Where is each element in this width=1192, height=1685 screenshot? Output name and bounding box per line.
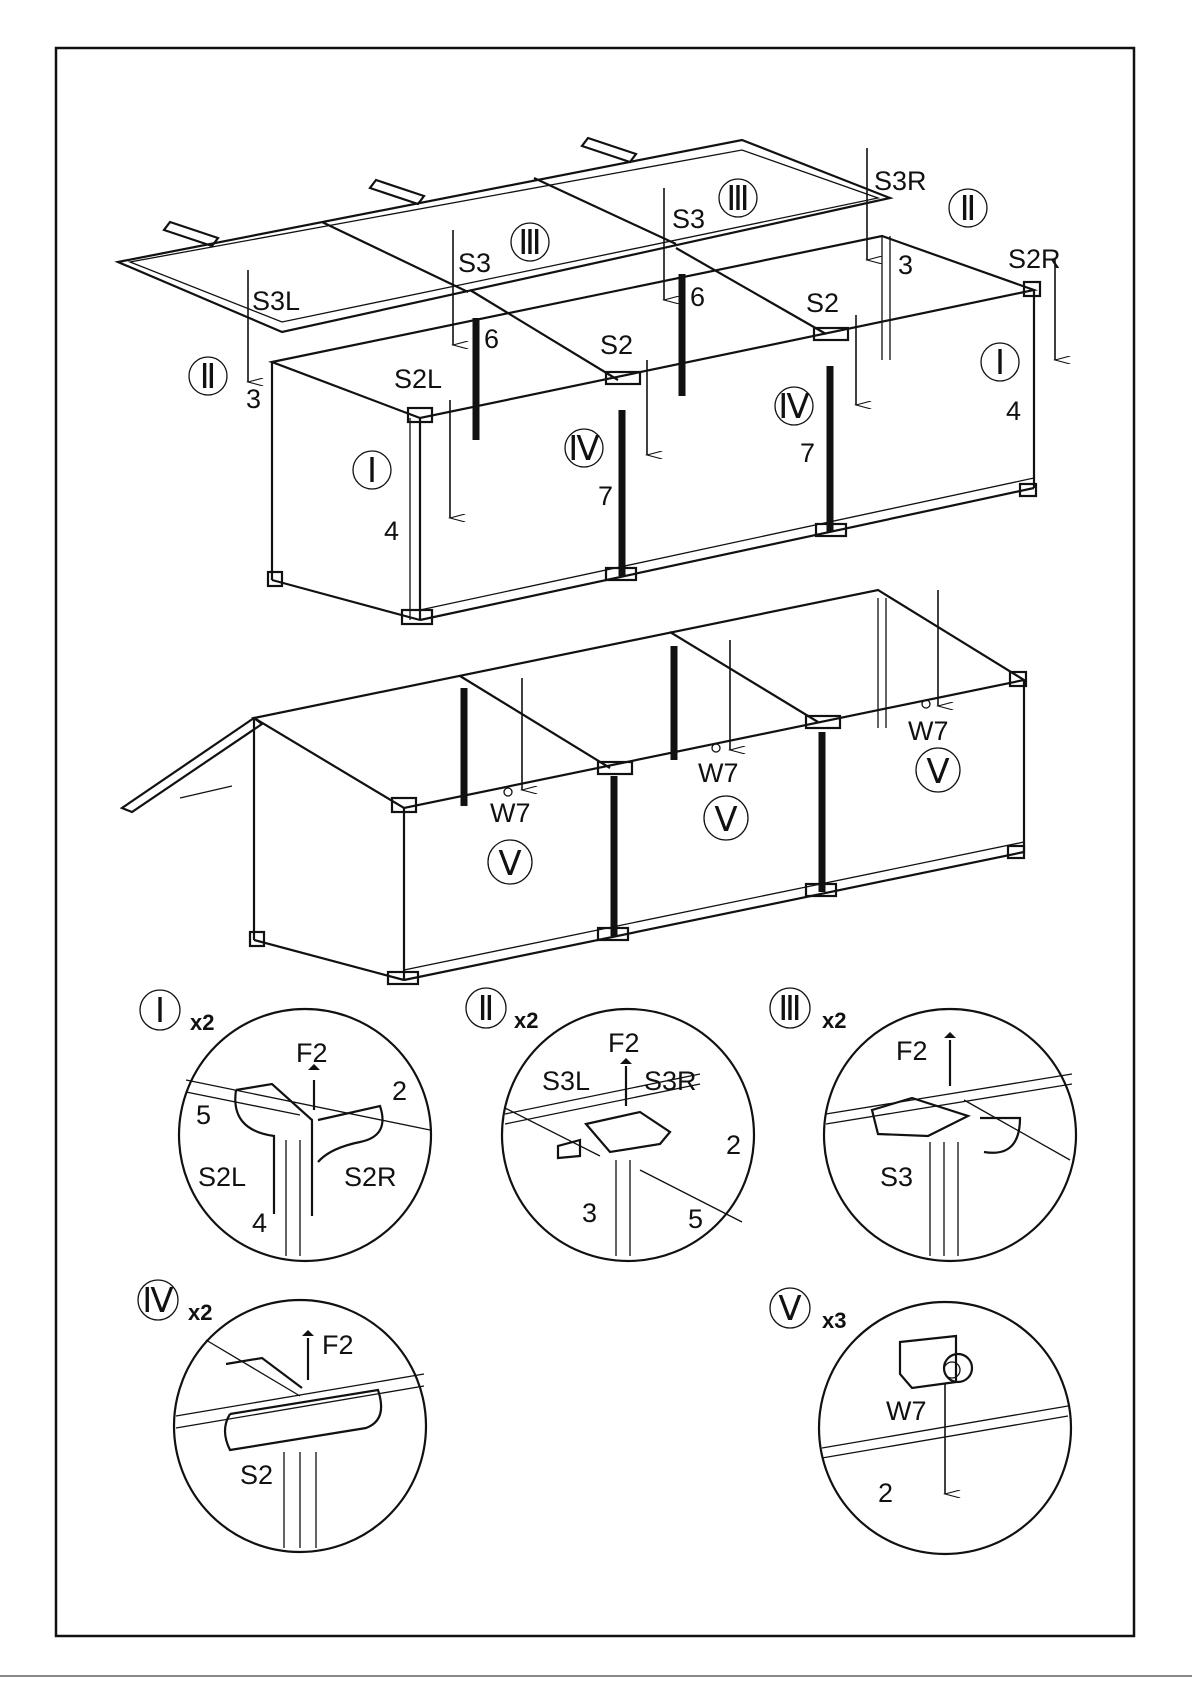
detail-v: Ⅴ x3 W7 2	[770, 1288, 1071, 1554]
roman-v-left: Ⅴ	[498, 846, 521, 883]
detail-ii-s3r: S3R	[644, 1066, 697, 1096]
detail-ii: Ⅱ x2 F2 S3L S3R 2 3 5	[466, 988, 754, 1261]
detail-i-s2r: S2R	[344, 1162, 397, 1192]
roman-ii-right: Ⅱ	[960, 191, 977, 228]
roman-iii-right: Ⅲ	[726, 181, 749, 218]
num-6-right: 6	[690, 282, 705, 312]
detail-iv: Ⅳ x2 F2 S2	[138, 1280, 426, 1552]
detail-i-s2l: S2L	[198, 1162, 246, 1192]
detail-i: Ⅰ x2 F2 2 5 S2L S2R 4	[140, 990, 431, 1261]
roman-v-mid: Ⅴ	[714, 802, 737, 839]
detail-iv-roman: Ⅳ	[142, 1283, 174, 1320]
detail-i-roman: Ⅰ	[155, 993, 165, 1030]
detail-i-5: 5	[196, 1100, 211, 1130]
roman-iii-left: Ⅲ	[518, 225, 541, 262]
detail-iii-roman: Ⅲ	[778, 991, 801, 1028]
num-7-left: 7	[598, 481, 613, 511]
num-4-left: 4	[384, 516, 399, 546]
upper-box-top	[272, 236, 1034, 418]
detail-v-count: x3	[822, 1308, 846, 1333]
detail-iv-s2: S2	[240, 1460, 273, 1490]
detail-ii-5: 5	[688, 1204, 703, 1234]
roman-i-left: Ⅰ	[367, 453, 377, 490]
detail-iii-f2: F2	[896, 1036, 928, 1066]
detail-i-f2: F2	[296, 1038, 328, 1068]
label-s3l: S3L	[252, 286, 300, 316]
label-s2r: S2R	[1008, 244, 1061, 274]
detail-i-4: 4	[252, 1208, 267, 1238]
label-w7-left: W7	[490, 798, 531, 828]
detail-ii-count: x2	[514, 1008, 538, 1033]
detail-ii-3: 3	[582, 1198, 597, 1228]
detail-i-2: 2	[392, 1076, 407, 1106]
detail-ii-2: 2	[726, 1130, 741, 1160]
label-w7-mid: W7	[698, 758, 739, 788]
detail-iii: Ⅲ x2 F2 S3	[770, 988, 1076, 1261]
num-3-left: 3	[246, 384, 261, 414]
roman-iv-left: Ⅳ	[568, 431, 600, 468]
label-s2l: S2L	[394, 364, 442, 394]
roman-ii-left: Ⅱ	[200, 359, 217, 396]
detail-v-w7: W7	[886, 1396, 927, 1426]
detail-v-roman: Ⅴ	[778, 1291, 801, 1328]
lower-cold-frame: W7 W7 W7 Ⅴ Ⅴ Ⅴ	[122, 590, 1026, 984]
detail-ii-f2: F2	[608, 1028, 640, 1058]
label-w7-right: W7	[908, 716, 949, 746]
label-s3r: S3R	[874, 166, 927, 196]
detail-ii-s3l: S3L	[542, 1066, 590, 1096]
detail-iv-count: x2	[188, 1300, 212, 1325]
detail-ii-roman: Ⅱ	[478, 991, 495, 1028]
label-s2-right: S2	[806, 288, 839, 318]
upper-cold-frame: S3L S3 S3 S3R S2R S2L S2 S2 3 6 6 3 4 7 …	[118, 138, 1061, 624]
detail-iii-count: x2	[822, 1008, 846, 1033]
num-7-right: 7	[800, 438, 815, 468]
num-4-right: 4	[1006, 396, 1021, 426]
num-3-right: 3	[898, 250, 913, 280]
roman-iv-right: Ⅳ	[778, 389, 810, 426]
detail-iii-s3: S3	[880, 1162, 913, 1192]
label-s3-left: S3	[458, 248, 491, 278]
roman-i-right: Ⅰ	[995, 345, 1005, 382]
num-6-left: 6	[484, 324, 499, 354]
detail-iv-f2: F2	[322, 1330, 354, 1360]
lower-box-top	[254, 590, 1024, 808]
detail-i-count: x2	[190, 1010, 214, 1035]
label-s2-mid: S2	[600, 330, 633, 360]
page-border	[56, 48, 1134, 1636]
roman-v-right: Ⅴ	[926, 754, 949, 791]
label-s3-right: S3	[672, 204, 705, 234]
detail-v-2: 2	[878, 1478, 893, 1508]
